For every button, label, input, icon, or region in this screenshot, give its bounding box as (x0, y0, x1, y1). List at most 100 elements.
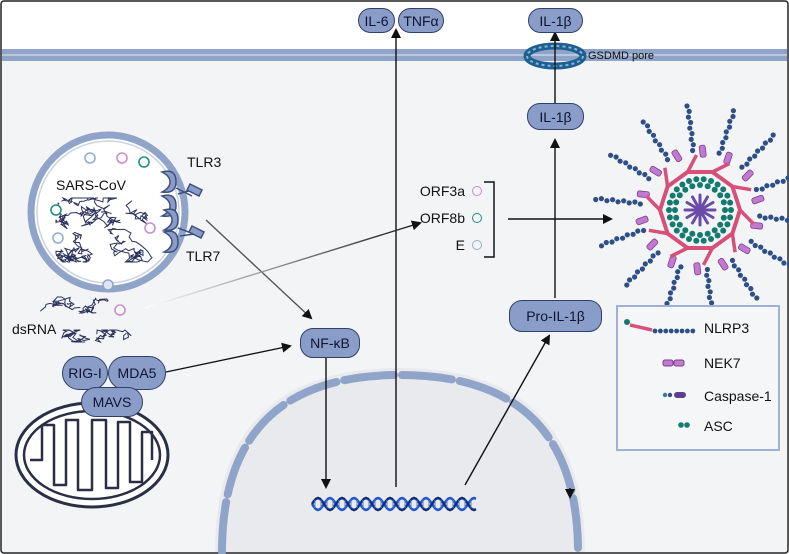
caspase-bead (727, 118, 733, 124)
caspase-bead (779, 215, 785, 221)
asc-bead (728, 207, 734, 213)
viral-protein-orf8b: ORF8b (420, 207, 482, 229)
caspase-bead (770, 132, 776, 138)
asc-bead (697, 232, 703, 238)
caspase-bead (730, 113, 736, 120)
caspase-bead (655, 250, 661, 256)
caspase-bead (749, 291, 756, 297)
caspase-bead (621, 198, 627, 204)
caspase-bead (752, 153, 758, 159)
caspase-bead (634, 269, 641, 275)
nek7-unit (671, 149, 683, 163)
caspase-bead (690, 142, 696, 148)
rna-strand (86, 297, 109, 312)
rna-strand (112, 243, 144, 263)
asc-bead (689, 230, 696, 237)
nek7-unit (649, 165, 663, 177)
asc-bead (673, 199, 680, 206)
caspase-bead (737, 272, 744, 278)
caspase-bead (632, 274, 638, 280)
caspase-bead (630, 231, 636, 237)
nek7-unit (693, 262, 702, 276)
caspase-bead (786, 262, 789, 268)
caspase-bead (613, 154, 619, 160)
legend-asc-label: ASC (704, 418, 733, 434)
caspase-bead (730, 108, 737, 114)
caspase-bead (663, 151, 669, 157)
nlrp3-arm (701, 247, 714, 266)
rna-strand (60, 205, 103, 225)
asc-bead (720, 186, 727, 193)
asc-bead (679, 232, 686, 239)
rna-strand (72, 231, 94, 263)
nek7-unit (698, 144, 707, 158)
caspase-bead (781, 260, 787, 266)
caspase-bead (652, 138, 658, 144)
caspase-bead (674, 274, 680, 281)
caspase-bead (723, 129, 729, 135)
caspase-bead (785, 175, 789, 181)
nek7-unit (636, 190, 650, 199)
asc-bead (673, 227, 680, 234)
caspase-bead (705, 283, 711, 289)
caspase-bead (784, 217, 789, 223)
caspase-bead (754, 295, 760, 301)
caspase-bead (615, 199, 621, 205)
nlrp3-arm (711, 161, 731, 174)
rna-strand (81, 205, 109, 229)
caspase-core (698, 201, 715, 212)
caspase-bead (767, 250, 773, 256)
caspase-bead (723, 135, 729, 141)
viral-protein-e: E (456, 234, 482, 256)
caspase-bead (650, 253, 656, 259)
caspase-bead (657, 142, 663, 148)
legend-bead (668, 328, 674, 334)
caspase-bead (706, 294, 713, 301)
arrow-sensors-to-nfkb (165, 342, 292, 373)
legend-box (616, 305, 780, 451)
legend-caspase1-icon (662, 392, 686, 398)
arrow-virion-to-orf (144, 220, 422, 309)
caspase-bead (767, 137, 774, 143)
orf3a-label: ORF3a (419, 183, 465, 199)
asc-bead (676, 192, 683, 199)
rna-strand (107, 227, 153, 263)
legend-caspase1-label: Caspase-1 (704, 388, 772, 404)
plasma-membrane (2, 49, 787, 61)
caspase-bead (759, 145, 766, 151)
asc-bead (704, 183, 711, 190)
caspase-bead (664, 300, 670, 307)
caspase-bead (623, 160, 629, 166)
arrow-dna-to-pro-il1b (464, 334, 550, 486)
caspase-bead (764, 183, 770, 189)
caspase-bead (716, 150, 722, 156)
asc-bead (669, 221, 676, 228)
caspase-bead (726, 124, 733, 130)
legend-nlrp3-icon (624, 319, 696, 334)
tlr7-label: TLR7 (186, 248, 221, 264)
caspase-bead (646, 128, 652, 134)
caspase-bead (770, 182, 776, 188)
asc-bead (714, 181, 721, 188)
asc-bead (717, 221, 724, 228)
asc-bead (727, 214, 734, 221)
rig-i-pill: RIG-I (62, 356, 108, 390)
orf3a-particle-icon (472, 186, 482, 196)
caspase-bead (762, 248, 768, 254)
nucleus (215, 368, 585, 554)
caspase-bead (685, 114, 692, 120)
caspase-bead (748, 286, 754, 292)
il6-pill: IL-6 (358, 8, 395, 33)
dna-helix (310, 496, 477, 512)
caspase-bead (773, 216, 779, 222)
caspase-bead (707, 289, 713, 295)
legend-asc-icon (678, 422, 690, 428)
rna-strand (55, 247, 75, 263)
caspase-bead (747, 156, 753, 162)
caspase-bead (704, 266, 711, 273)
rna-strand (51, 296, 81, 311)
e-label: E (455, 237, 465, 253)
legend-nek7-icon (662, 359, 685, 367)
nek7-unit (750, 221, 764, 230)
caspase-bead (684, 103, 690, 109)
